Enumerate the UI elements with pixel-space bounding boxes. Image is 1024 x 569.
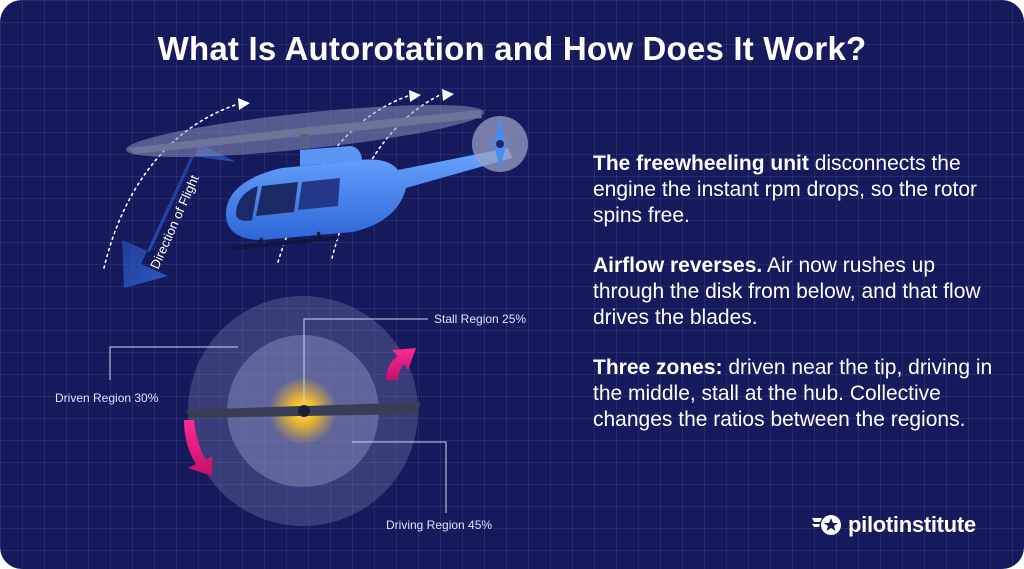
driven-region-label: Driven Region 30%	[55, 391, 159, 405]
paragraph-zones: Three zones: driven near the tip, drivin…	[593, 355, 993, 433]
rotation-arrow-lower	[184, 420, 212, 476]
logo-wordmark: pilotinstitute	[848, 512, 976, 537]
rotation-arrow-icon	[184, 348, 416, 476]
airflow-arrowheads	[238, 89, 454, 110]
explanation-text: The freewheeling unit disconnects the en…	[593, 151, 993, 457]
driven-leader	[109, 346, 238, 380]
stall-region-label: Stall Region 25%	[434, 312, 526, 326]
rotor-disk-diagram	[186, 296, 420, 526]
driving-leader	[352, 441, 447, 513]
direction-arrow-icon: Direction of Flight	[122, 144, 236, 288]
page-title: What Is Autorotation and How Does It Wor…	[157, 30, 867, 67]
paragraph-bold-lead: Three zones:	[593, 356, 723, 379]
pilot-institute-logo: pilotinstitute	[812, 510, 976, 540]
paragraph-body: disconnects the engine the instant rpm d…	[593, 152, 978, 227]
rotation-arrow-upper	[386, 348, 416, 380]
stall-leader	[303, 318, 428, 402]
driving-region-label: Driving Region 45%	[386, 518, 492, 532]
paragraph-body: driven near the tip, driving in the midd…	[593, 356, 993, 431]
airflow-arrowhead	[442, 89, 454, 101]
leader-lines	[109, 318, 447, 513]
star-wing-logo-icon	[812, 515, 841, 535]
rotor-hub	[298, 405, 310, 417]
direction-of-flight-label: Direction of Flight	[147, 172, 202, 271]
paragraph-body: Air now rushes up through the disk from …	[593, 254, 981, 329]
airflow-line	[103, 103, 239, 269]
paragraph-bold-lead: Airflow reverses.	[593, 254, 763, 277]
paragraph-airflow: Airflow reverses. Air now rushes up thro…	[593, 253, 993, 331]
paragraph-freewheeling: The freewheeling unit disconnects the en…	[593, 151, 993, 229]
helicopter-illustration	[125, 105, 528, 250]
airflow-arrowhead	[238, 98, 250, 110]
airflow-arrowhead	[409, 90, 421, 102]
paragraph-bold-lead: The freewheeling unit	[593, 152, 809, 175]
